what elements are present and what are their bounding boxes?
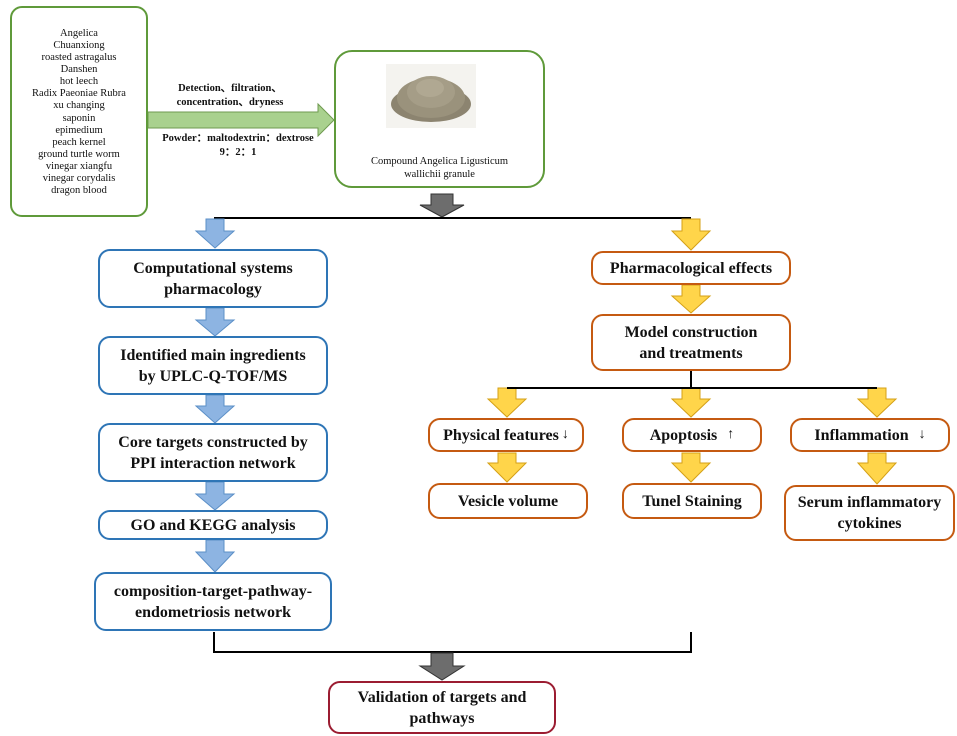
ingredient-item: Chuanxiong <box>53 39 105 51</box>
yellow-arrow-5 <box>856 387 898 418</box>
pharmacological-effects-box: Pharmacological effects <box>591 251 791 285</box>
blue-arrow-4 <box>194 481 236 511</box>
model-construction-box: Model construction and treatments <box>591 314 791 371</box>
yellow-arrow-6 <box>486 452 528 483</box>
ingredient-item: xu changing <box>53 100 105 112</box>
apoptosis-label: Apoptosis <box>649 426 718 444</box>
decrease-arrow-icon: ↓ <box>561 427 569 442</box>
process-top-label: Detection、filtration、 concentration、dryn… <box>176 83 284 108</box>
physical-features-box: Physical features ↓ <box>428 418 584 452</box>
product-box: Compound Angelica Ligusticum wallichii g… <box>334 50 545 188</box>
ingredient-item: Angelica <box>60 27 98 39</box>
ingredient-item: vinegar xiangfu <box>45 160 113 172</box>
apoptosis-box: Apoptosis ↑ <box>622 418 762 452</box>
inflammation-box: Inflammation ↓ <box>790 418 950 452</box>
ingredient-item: Danshen <box>60 64 98 76</box>
blue-arrow-1 <box>194 218 236 249</box>
vesicle-volume-box: Vesicle volume <box>428 483 588 519</box>
ingredient-item: peach kernel <box>52 136 106 148</box>
physical-features-label: Physical features <box>443 426 559 444</box>
yellow-arrow-2 <box>670 284 712 314</box>
ingredient-item: ground turtle worm <box>38 148 120 160</box>
core-targets-box: Core targets constructed by PPI interact… <box>98 423 328 482</box>
gray-arrow-bottom <box>418 652 466 681</box>
ingredient-item: roasted astragalus <box>41 52 117 64</box>
validation-box: Validation of targets and pathways <box>328 681 556 734</box>
yellow-arrow-3 <box>486 387 528 418</box>
ingredient-item: dragon blood <box>51 185 107 197</box>
computational-pharmacology-box: Computational systems pharmacology <box>98 249 328 308</box>
yellow-arrow-7 <box>670 452 712 483</box>
go-kegg-box: GO and KEGG analysis <box>98 510 328 540</box>
decrease-arrow-icon: ↓ <box>918 427 926 442</box>
main-ingredients-box: Identified main ingredients by UPLC-Q-TO… <box>98 336 328 395</box>
ingredient-item: Radix Paeoniae Rubra <box>32 88 126 100</box>
ingredient-item: saponin <box>62 112 96 124</box>
process-bottom-label: Powder：maltodextrin：dextrose 9：2：1 <box>162 133 314 158</box>
green-arrow <box>147 102 335 138</box>
network-box: composition-target-pathway- endometriosi… <box>94 572 332 631</box>
blue-arrow-3 <box>194 394 236 424</box>
yellow-arrow-8 <box>856 452 898 485</box>
yellow-arrow-1 <box>670 218 712 251</box>
ingredient-item: vinegar corydalis <box>42 172 116 184</box>
blue-arrow-5 <box>194 539 236 573</box>
ingredient-item: hot leech <box>59 76 99 88</box>
granule-powder-image <box>386 64 476 128</box>
ingredient-item: epimedium <box>55 124 103 136</box>
tunel-staining-box: Tunel Staining <box>622 483 762 519</box>
gray-arrow-top <box>419 193 465 218</box>
product-name: Compound Angelica Ligusticum wallichii g… <box>370 156 509 180</box>
inflammation-label: Inflammation <box>814 426 909 444</box>
blue-arrow-2 <box>194 307 236 337</box>
serum-cytokines-box: Serum inflammatory cytokines <box>784 485 955 541</box>
yellow-arrow-4 <box>670 387 712 418</box>
increase-arrow-icon: ↑ <box>727 427 735 442</box>
